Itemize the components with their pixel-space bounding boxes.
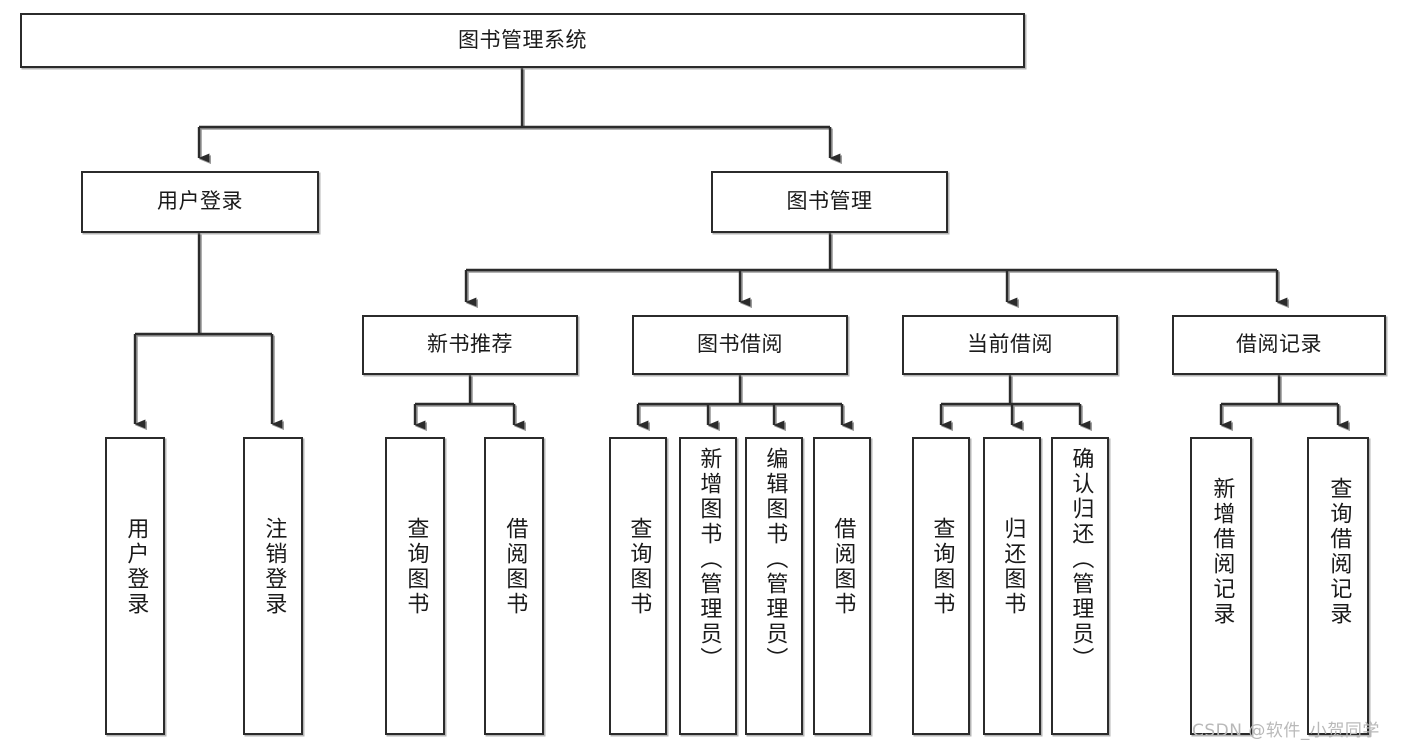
leaf-query-book-recommendation-label: 查询图书 (403, 517, 429, 617)
node-new-book-recommendation-label: 新书推荐 (427, 332, 513, 357)
node-library-management-system-label: 图书管理系统 (458, 27, 587, 52)
node-current-borrowing[interactable]: 当前借阅 (902, 315, 1118, 375)
leaf-add-book-admin[interactable]: 新增图书（管理员） (679, 437, 737, 735)
leaf-logout[interactable]: 注销登录 (243, 437, 303, 735)
leaf-query-borrowing-record-label: 查询借阅记录 (1326, 477, 1352, 627)
node-user-login-label: 用户登录 (157, 189, 243, 214)
leaf-borrow-book-recommendation[interactable]: 借阅图书 (484, 437, 544, 735)
node-new-book-recommendation[interactable]: 新书推荐 (362, 315, 578, 375)
leaf-edit-book-admin-label: 编辑图书（管理员） (762, 447, 788, 672)
leaf-query-book-recommendation[interactable]: 查询图书 (385, 437, 445, 735)
leaf-add-book-admin-label: 新增图书（管理员） (696, 447, 722, 672)
leaf-query-book-current-label: 查询图书 (929, 517, 955, 617)
node-library-management-system[interactable]: 图书管理系统 (20, 13, 1025, 68)
leaf-return-book-label: 归还图书 (1000, 517, 1026, 617)
leaf-user-login-label: 用户登录 (123, 517, 149, 617)
leaf-return-book[interactable]: 归还图书 (983, 437, 1041, 735)
leaf-borrow-book-recommendation-label: 借阅图书 (502, 517, 528, 617)
leaf-user-login[interactable]: 用户登录 (105, 437, 165, 735)
leaf-borrow-book-borrowing-label: 借阅图书 (830, 517, 856, 617)
node-book-borrowing-label: 图书借阅 (697, 332, 783, 357)
leaf-add-borrowing-record[interactable]: 新增借阅记录 (1190, 437, 1252, 735)
leaf-logout-label: 注销登录 (261, 517, 287, 617)
node-user-login[interactable]: 用户登录 (81, 171, 319, 233)
leaf-edit-book-admin[interactable]: 编辑图书（管理员） (745, 437, 803, 735)
node-current-borrowing-label: 当前借阅 (967, 332, 1053, 357)
csdn-watermark: CSDN @软件_小贺同学 (1192, 721, 1380, 741)
node-book-management-label: 图书管理 (786, 189, 873, 214)
node-borrowing-records[interactable]: 借阅记录 (1172, 315, 1386, 375)
leaf-query-borrowing-record[interactable]: 查询借阅记录 (1307, 437, 1369, 735)
leaf-confirm-return-admin[interactable]: 确认归还（管理员） (1051, 437, 1109, 735)
node-book-borrowing[interactable]: 图书借阅 (632, 315, 848, 375)
node-borrowing-records-label: 借阅记录 (1236, 332, 1322, 357)
leaf-confirm-return-admin-label: 确认归还（管理员） (1068, 447, 1094, 672)
leaf-borrow-book-borrowing[interactable]: 借阅图书 (813, 437, 871, 735)
leaf-query-book-borrowing[interactable]: 查询图书 (609, 437, 667, 735)
leaf-add-borrowing-record-label: 新增借阅记录 (1209, 477, 1235, 627)
node-book-management[interactable]: 图书管理 (711, 171, 948, 233)
leaf-query-book-borrowing-label: 查询图书 (626, 517, 652, 617)
leaf-query-book-current[interactable]: 查询图书 (912, 437, 970, 735)
